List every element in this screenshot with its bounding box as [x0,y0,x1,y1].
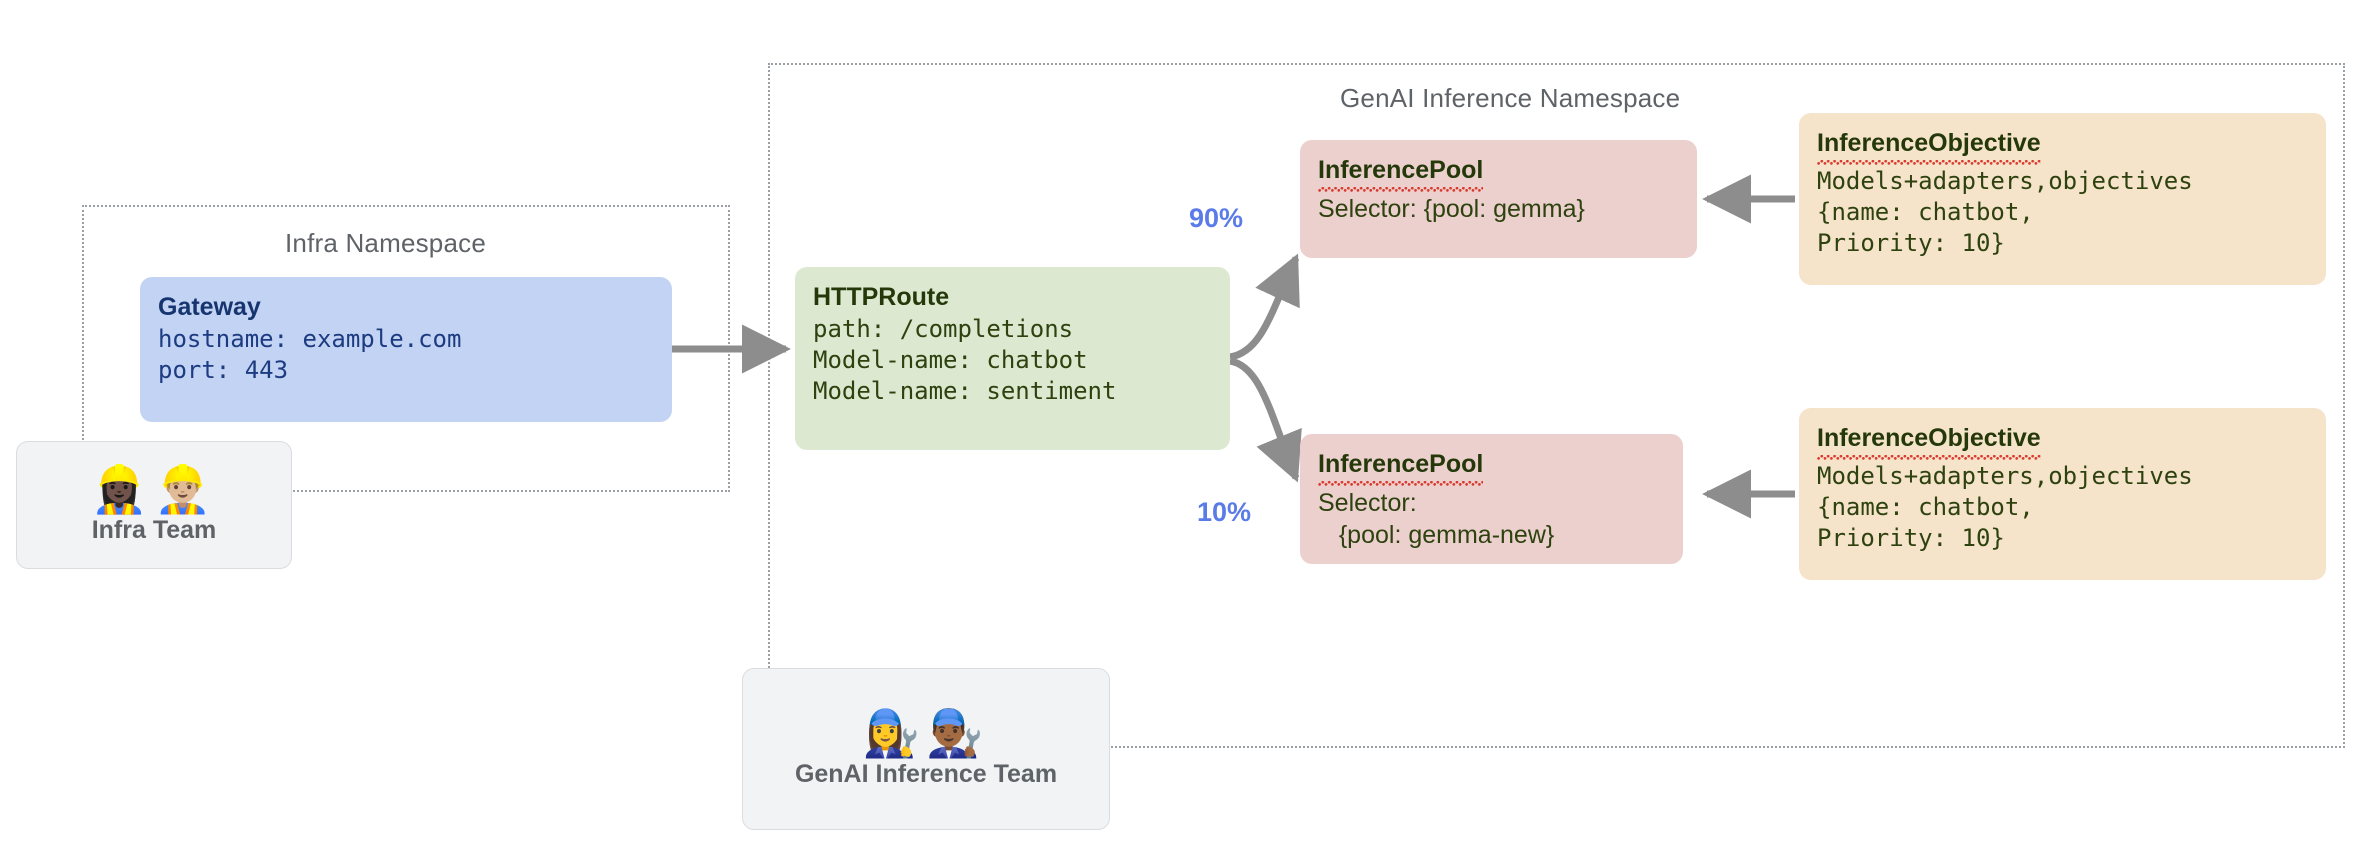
inferencepool-gemma-kind-label: InferencePool [1318,154,1484,191]
gateway-port-line: port: 443 [158,355,289,384]
httproute-model-name-chatbot-line: Model-name: chatbot [813,345,1088,374]
inferencepool-gemma-card[interactable]: InferencePool Selector: {pool: gemma} [1300,140,1697,258]
genai-namespace-boundary [768,63,2345,748]
infra-team-label: Infra Team [91,515,217,544]
inferenceobjective-top-card[interactable]: InferenceObjective Models+adapters,objec… [1799,113,2326,285]
infra-team-avatars: 👷🏿‍♀️👷🏼‍♂️ [90,462,218,517]
inferenceobjective-bottom-models-line: Models+adapters,objectives [1817,461,2193,490]
inferenceobjective-bottom-priority-line: Priority: 10} [1817,523,2005,552]
edge-label-90-percent: 90% [1189,203,1244,233]
inferenceobjective-bottom-card[interactable]: InferenceObjective Models+adapters,objec… [1799,408,2326,580]
httproute-card[interactable]: HTTPRoute path: /completions Model-name:… [795,267,1230,450]
genai-inference-team-avatars: 👩‍🔧👨🏾‍🔧 [862,706,990,761]
edge-label-10-percent: 10% [1197,497,1252,527]
httproute-kind-label: HTTPRoute [813,283,950,311]
genai-namespace-label: GenAI Inference Namespace [1340,83,1681,113]
inferenceobjective-top-name-line: {name: chatbot, [1817,197,2034,226]
inferenceobjective-top-models-line: Models+adapters,objectives [1817,166,2193,195]
inferencepool-gemma-new-kind-label: InferencePool [1318,448,1484,485]
inferencepool-gemma-selector-line: Selector: {pool: gemma} [1318,194,1585,223]
inferencepool-gemma-new-selector-label: Selector: [1318,488,1417,517]
httproute-model-name-sentiment-line: Model-name: sentiment [813,376,1117,405]
inferenceobjective-bottom-name-line: {name: chatbot, [1817,492,2034,521]
httproute-path-line: path: /completions [813,314,1074,343]
inferenceobjective-top-kind-label: InferenceObjective [1817,127,2041,164]
genai-inference-team-label: GenAI Inference Team [794,759,1058,788]
inferenceobjective-bottom-kind-label: InferenceObjective [1817,422,2041,459]
inferenceobjective-top-priority-line: Priority: 10} [1817,228,2005,257]
inferencepool-gemma-new-card[interactable]: InferencePool Selector: {pool: gemma-new… [1300,434,1683,564]
gateway-kind-label: Gateway [158,293,261,321]
gateway-card[interactable]: Gateway hostname: example.com port: 443 [140,277,672,422]
infra-team-chip[interactable]: 👷🏿‍♀️👷🏼‍♂️ Infra Team [16,441,292,569]
inferencepool-gemma-new-selector-value: {pool: gemma-new} [1318,521,1555,549]
gateway-hostname-line: hostname: example.com [158,324,462,353]
genai-inference-team-chip[interactable]: 👩‍🔧👨🏾‍🔧 GenAI Inference Team [742,668,1110,830]
infra-namespace-label: Infra Namespace [285,228,486,258]
